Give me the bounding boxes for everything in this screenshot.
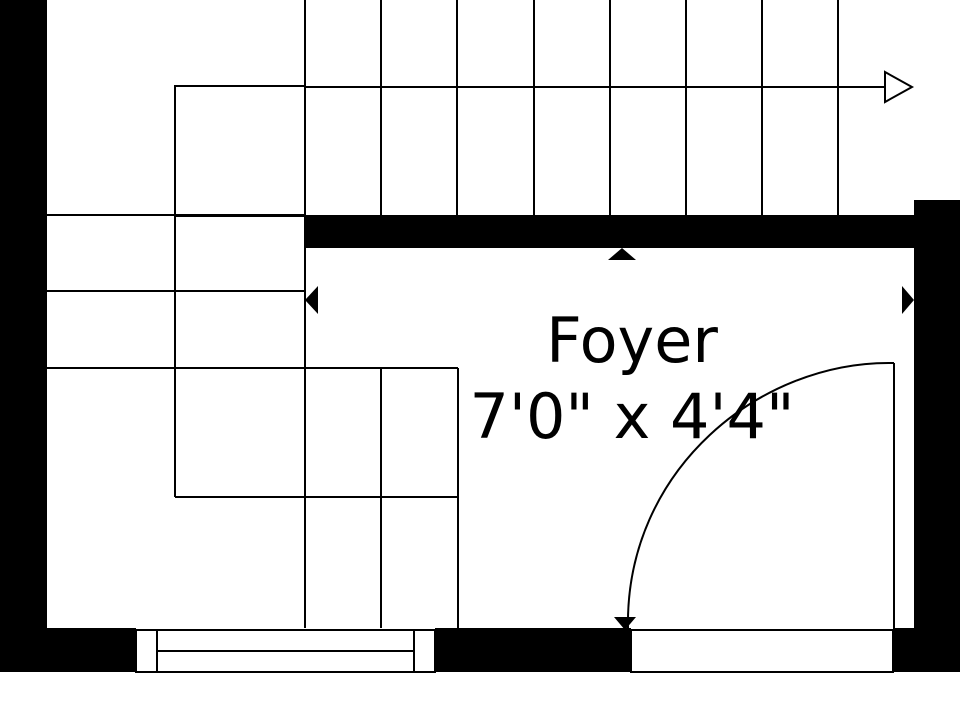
dimension-markers <box>305 248 914 314</box>
door-swing-marker <box>614 617 636 630</box>
right-wall <box>914 200 960 672</box>
staircase-upper-run <box>304 0 839 215</box>
window <box>135 629 436 673</box>
marker-left <box>305 286 318 314</box>
foyer-top-wall <box>305 215 960 248</box>
stair-direction-arrow <box>305 70 915 104</box>
entry-door <box>614 361 895 673</box>
bottom-wall-left <box>0 628 136 672</box>
staircase-landing <box>47 85 459 628</box>
door-swing-arc <box>626 361 895 629</box>
room-label: Foyer 7'0" x 4'4" <box>469 304 794 453</box>
door-opening <box>630 629 894 673</box>
left-wall <box>0 0 47 672</box>
room-dimensions: 7'0" x 4'4" <box>469 380 794 453</box>
walls <box>0 0 960 672</box>
bottom-wall-right <box>893 628 960 672</box>
marker-top <box>608 248 636 260</box>
room-name: Foyer <box>546 304 718 377</box>
marker-right <box>902 286 914 314</box>
bottom-wall-middle <box>435 628 631 672</box>
